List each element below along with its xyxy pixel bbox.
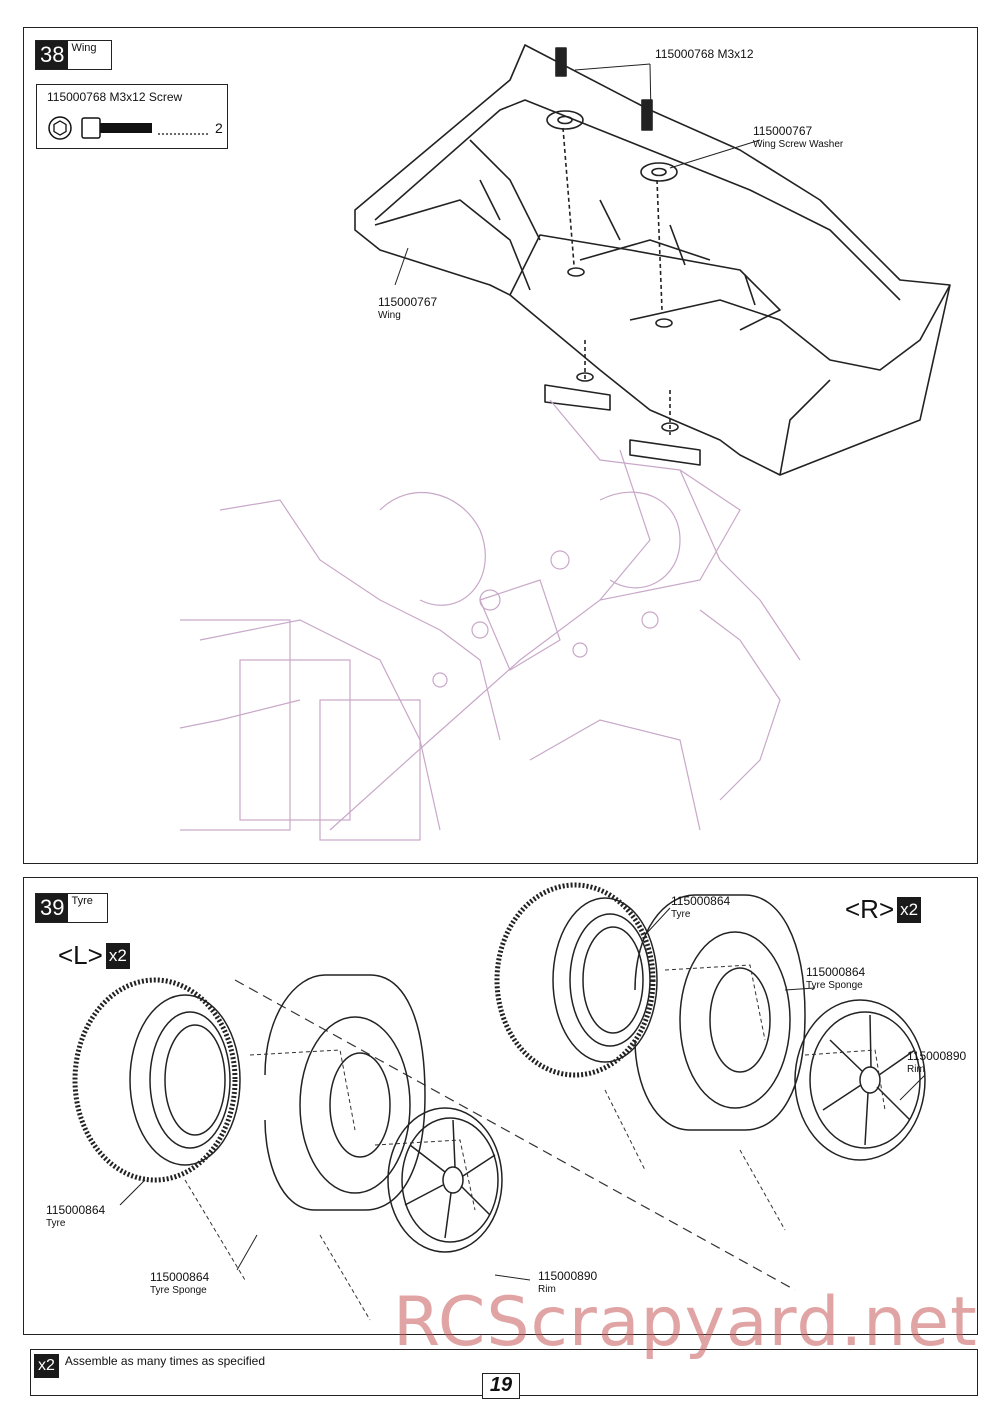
step-38-panel (23, 27, 978, 864)
left-rim-label: 115000890 Rim (538, 1270, 597, 1296)
left-sponge-label: 115000864 Tyre Sponge (150, 1271, 209, 1297)
parts-list-label: 115000768 M3x12 Screw (47, 90, 183, 104)
parts-list-box: 115000768 M3x12 Screw (36, 84, 228, 149)
left-tyre-label: 115000864 Tyre (46, 1204, 105, 1230)
wing-code: 115000767 (378, 295, 438, 309)
washer-name: Wing Screw Washer (753, 139, 844, 150)
label-wing: 115000767 Wing (378, 296, 437, 322)
right-tyre-code: 115000864 (671, 894, 731, 908)
washer-code: 115000767 (753, 124, 813, 138)
step-number: 38 (36, 41, 69, 69)
wing-assembly-drawing (180, 44, 951, 841)
label-screw: 115000768 M3x12 (655, 47, 754, 61)
footer-mult: x2 (34, 1354, 59, 1378)
right-tyre-label: 115000864 Tyre (671, 895, 730, 921)
right-sponge-name: Tyre Sponge (806, 980, 863, 991)
footer-text: Assemble as many times as specified (64, 1354, 265, 1368)
left-side-badge: <L> x2 (58, 940, 130, 971)
left-sponge-name: Tyre Sponge (150, 1285, 207, 1296)
right-rim-code: 115000890 (907, 1049, 967, 1063)
step-39-header: 39 Tyre (35, 893, 108, 923)
right-tyre-name: Tyre (671, 909, 691, 920)
step-number: 39 (36, 894, 69, 922)
step-title: Tyre (71, 895, 93, 907)
left-tyre-name: Tyre (46, 1218, 66, 1229)
left-rim-code: 115000890 (538, 1269, 598, 1283)
footer-note: x2 Assemble as many times as specified (34, 1354, 265, 1378)
right-badge-mult: x2 (897, 896, 922, 923)
tyre-assembly-drawing (72, 882, 926, 1321)
right-rim-name: Rim (907, 1064, 925, 1075)
left-rim-name: Rim (538, 1284, 556, 1295)
right-sponge-label: 115000864 Tyre Sponge (806, 966, 865, 992)
left-badge-text: <L> (58, 940, 103, 970)
screw-bom-icon (48, 116, 210, 140)
wing-name: Wing (378, 310, 401, 321)
label-washer: 115000767 Wing Screw Washer (753, 125, 843, 151)
watermark: RCScrapyard.net (393, 1283, 978, 1362)
left-sponge-code: 115000864 (150, 1270, 210, 1284)
step-38-header: 38 Wing (35, 40, 112, 70)
step-39-panel (23, 877, 978, 1335)
page-number: 19 (482, 1373, 520, 1399)
parts-qty: 2 (215, 120, 223, 136)
left-badge-mult: x2 (105, 942, 130, 969)
right-badge-text: <R> (845, 894, 895, 924)
step-title: Wing (71, 42, 97, 54)
right-rim-label: 115000890 Rim (907, 1050, 966, 1076)
left-tyre-code: 115000864 (46, 1203, 106, 1217)
right-side-badge: <R> x2 (845, 894, 922, 925)
right-sponge-code: 115000864 (806, 965, 866, 979)
